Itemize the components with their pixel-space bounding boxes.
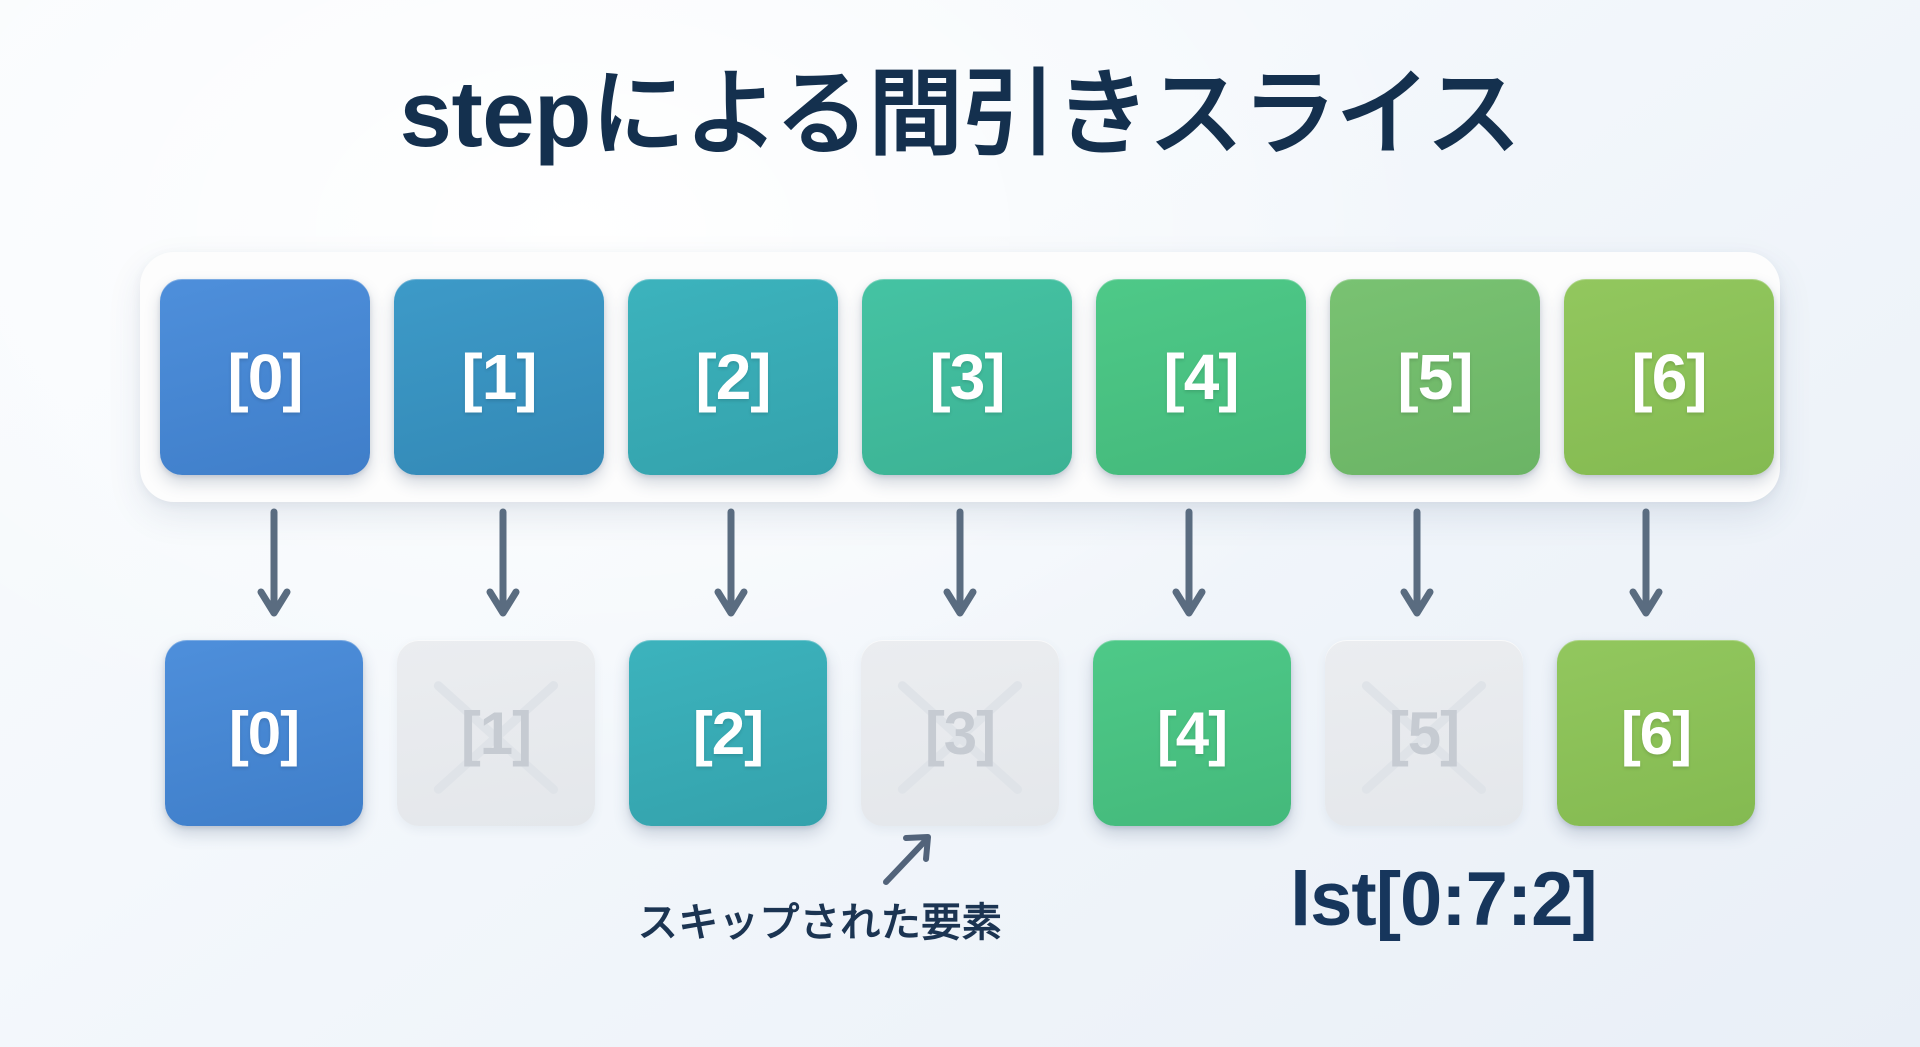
arrow-cell-5 <box>1303 508 1532 626</box>
original-card-3[interactable]: [3] <box>862 279 1072 475</box>
up-right-arrow-icon <box>883 834 931 885</box>
original-cell-2: [2] <box>628 279 838 475</box>
result-card-label-4: [4] <box>1156 699 1228 767</box>
skipped-card-1[interactable]: [1] <box>397 640 595 826</box>
original-list-row: [0] [1] [2] [3] [4] [5] [6] <box>160 272 1774 482</box>
result-card-6[interactable]: [6] <box>1557 640 1755 826</box>
result-card-label-6: [6] <box>1620 699 1692 767</box>
slice-code-label: lst[0:7:2] <box>1290 857 1598 942</box>
original-card-label-1: [1] <box>461 341 537 413</box>
result-card-label-2: [2] <box>692 699 764 767</box>
original-cell-1: [1] <box>394 279 604 475</box>
result-card-2[interactable]: [2] <box>629 640 827 826</box>
arrow-cell-6 <box>1531 508 1760 626</box>
original-card-4[interactable]: [4] <box>1096 279 1306 475</box>
skipped-caption-label: スキップされた要素 <box>637 901 1003 945</box>
page-title: stepによる間引きスライス <box>399 61 1521 166</box>
result-cell-0: [0] <box>160 640 368 826</box>
original-card-6[interactable]: [6] <box>1564 279 1774 475</box>
original-card-label-6: [6] <box>1631 341 1707 413</box>
result-cell-1: [1] <box>392 640 600 826</box>
skipped-card-3[interactable]: [3] <box>861 640 1059 826</box>
arrow-cell-2 <box>617 508 846 626</box>
result-card-label-0: [0] <box>228 699 300 767</box>
original-card-1[interactable]: [1] <box>394 279 604 475</box>
down-arrow-icon-4 <box>1172 508 1206 617</box>
result-card-0[interactable]: [0] <box>165 640 363 826</box>
arrow-cell-3 <box>846 508 1075 626</box>
original-cell-4: [4] <box>1096 279 1306 475</box>
down-arrow-icon-2 <box>714 508 748 617</box>
down-arrow-icon-0 <box>257 508 291 617</box>
arrow-cell-1 <box>389 508 618 626</box>
original-card-label-0: [0] <box>227 341 303 413</box>
original-cell-5: [5] <box>1330 279 1540 475</box>
skipped-card-5[interactable]: [5] <box>1325 640 1523 826</box>
original-card-label-3: [3] <box>929 341 1005 413</box>
arrow-cell-4 <box>1074 508 1303 626</box>
original-card-label-2: [2] <box>695 341 771 413</box>
result-cell-4: [4] <box>1088 640 1296 826</box>
original-card-2[interactable]: [2] <box>628 279 838 475</box>
sliced-result-row: [0] [1] [2] [3] [4] [5] [6] <box>160 638 1760 828</box>
result-card-label-1: [1] <box>460 699 532 767</box>
original-card-label-4: [4] <box>1163 341 1239 413</box>
result-cell-2: [2] <box>624 640 832 826</box>
original-card-0[interactable]: [0] <box>160 279 370 475</box>
original-cell-3: [3] <box>862 279 1072 475</box>
result-cell-3: [3] <box>856 640 1064 826</box>
original-card-5[interactable]: [5] <box>1330 279 1540 475</box>
result-cell-5: [5] <box>1320 640 1528 826</box>
result-card-4[interactable]: [4] <box>1093 640 1291 826</box>
down-arrow-icon-6 <box>1629 508 1663 617</box>
result-cell-6: [6] <box>1552 640 1760 826</box>
down-arrow-icon-1 <box>486 508 520 617</box>
mapping-arrows <box>160 508 1760 634</box>
original-cell-6: [6] <box>1564 279 1774 475</box>
original-cell-0: [0] <box>160 279 370 475</box>
original-card-label-5: [5] <box>1397 341 1473 413</box>
down-arrow-icon-3 <box>943 508 977 617</box>
result-card-label-3: [3] <box>924 699 996 767</box>
arrow-cell-0 <box>160 508 389 626</box>
result-card-label-5: [5] <box>1388 699 1460 767</box>
down-arrow-icon-5 <box>1400 508 1434 617</box>
